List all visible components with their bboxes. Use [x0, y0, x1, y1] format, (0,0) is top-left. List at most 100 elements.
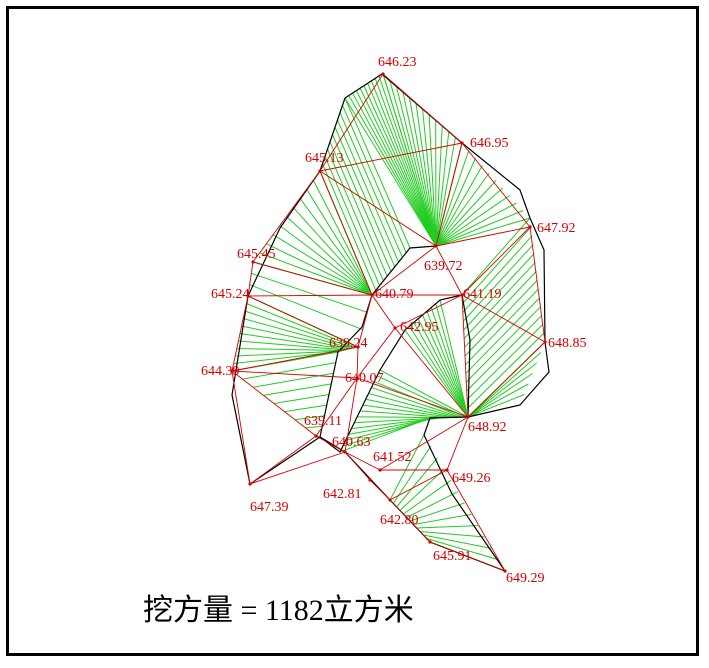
elevation-label: 645.13: [305, 151, 344, 166]
hatch-line: [294, 415, 325, 421]
survey-point-marker: [356, 345, 360, 349]
tin-edge: [231, 346, 359, 372]
hatch-line: [399, 468, 445, 511]
tin-edge: [461, 226, 531, 296]
hatch-line: [435, 131, 450, 247]
survey-point-marker: [230, 369, 234, 373]
hatch-line: [402, 91, 437, 247]
tin-edge: [461, 294, 469, 418]
hatch-line: [415, 102, 437, 247]
hatch-line: [413, 322, 469, 418]
survey-point-marker: [460, 293, 464, 297]
elevation-label: 645.45: [237, 247, 276, 262]
elevation-label: 640.79: [375, 287, 414, 302]
hatch-line: [376, 375, 466, 418]
elevation-label: 649.26: [452, 471, 491, 486]
hatch-line: [467, 362, 537, 418]
elevation-label: 647.92: [537, 221, 576, 236]
hatch-line: [352, 92, 437, 247]
tin-edge: [319, 170, 373, 296]
hatch-line: [286, 216, 373, 296]
tin-edge: [344, 377, 358, 453]
tin-edge: [249, 451, 346, 485]
hatch-line: [465, 297, 541, 374]
hatch-line: [409, 502, 465, 522]
hatch-line: [428, 114, 437, 247]
elevation-label: 646.95: [470, 136, 509, 151]
tin-edge: [446, 416, 469, 471]
hatch-line: [337, 119, 400, 263]
elevation-label: 646.23: [378, 55, 417, 70]
hatch-line: [359, 410, 450, 418]
hatch-line: [426, 311, 469, 418]
hatch-line: [392, 446, 432, 504]
survey-point-marker: [503, 569, 507, 573]
hatch-line: [342, 105, 407, 253]
survey-point-marker: [355, 376, 359, 380]
hatch-line: [322, 163, 377, 291]
tin-edge: [319, 73, 384, 172]
survey-point-marker: [543, 340, 547, 344]
hatch-line: [467, 373, 533, 418]
tin-edge: [249, 435, 317, 485]
hatch-line: [324, 156, 381, 286]
tin-edge: [344, 451, 381, 471]
hatch-line: [464, 270, 537, 348]
tin-edge: [461, 142, 531, 228]
survey-point-marker: [381, 72, 385, 76]
hatch-line: [435, 210, 524, 247]
hatch-line: [439, 299, 469, 418]
hatch-line: [426, 538, 499, 561]
tin-edge: [231, 295, 249, 372]
elevation-label: 641.19: [463, 287, 502, 302]
hatch-line: [435, 180, 497, 247]
hatch-line: [463, 261, 536, 339]
hatch-line: [378, 76, 437, 247]
hatch-line: [305, 425, 323, 429]
hatch-line: [332, 134, 392, 272]
tin-edge: [394, 327, 469, 418]
tin-edge: [467, 341, 546, 418]
hatch-line: [465, 288, 539, 366]
hatch-line: [312, 179, 373, 296]
elevation-label: 639.11: [304, 414, 342, 429]
excavation-volume-caption: 挖方量 = 1182立方米: [143, 594, 414, 627]
elevation-label: 642.80: [380, 513, 419, 528]
hatch-line: [396, 457, 438, 508]
hatch-line: [435, 150, 470, 247]
tin-edge: [429, 541, 506, 572]
survey-point-marker: [393, 326, 397, 330]
tin-edge: [379, 416, 469, 471]
hatch-line: [430, 307, 469, 418]
hatch-line: [463, 253, 535, 331]
hatch-line: [403, 479, 452, 515]
hatch-line: [462, 226, 532, 305]
hatch-line: [462, 244, 534, 322]
tin-edge: [369, 479, 391, 501]
elevation-label: 648.92: [468, 420, 507, 435]
hatch-line: [344, 97, 411, 249]
hatch-line: [371, 387, 461, 418]
hatch-line: [367, 83, 437, 247]
hatch-line: [263, 383, 332, 396]
tin-edge: [446, 469, 506, 572]
hatch-line: [408, 325, 469, 418]
triangulation: [231, 73, 546, 572]
hatch-line: [239, 333, 349, 350]
hatch-fill: [231, 73, 546, 572]
tin-edge: [389, 499, 431, 543]
tin-edge: [231, 370, 358, 379]
elevation-labels: 646.23 646.95 645.13 647.92 645.45 639.7…: [201, 55, 587, 586]
elevation-label: 645.91: [433, 549, 472, 564]
hatch-line: [362, 404, 452, 418]
hatch-line: [246, 303, 357, 348]
hatch-line: [389, 434, 425, 501]
survey-point-marker: [318, 169, 322, 173]
elevation-label: 639.24: [329, 336, 368, 351]
hatch-line: [266, 243, 373, 296]
tin-edge: [371, 245, 437, 296]
survey-point-marker: [368, 478, 372, 482]
hatch-line: [363, 85, 437, 247]
hatch-line: [348, 95, 437, 247]
